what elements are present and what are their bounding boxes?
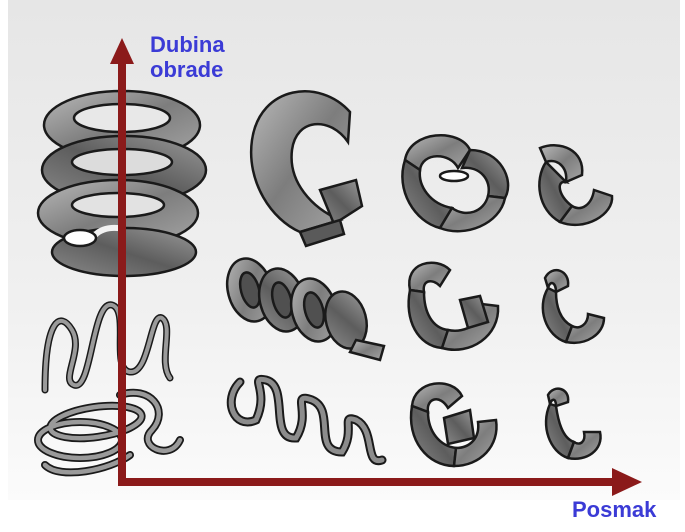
y-axis-label-line-1: Dubina [150,32,225,57]
y-axis-label: Dubina obrade [150,32,225,82]
x-axis-label: Posmak [572,497,656,522]
y-axis-label-line-2: obrade [150,57,225,82]
